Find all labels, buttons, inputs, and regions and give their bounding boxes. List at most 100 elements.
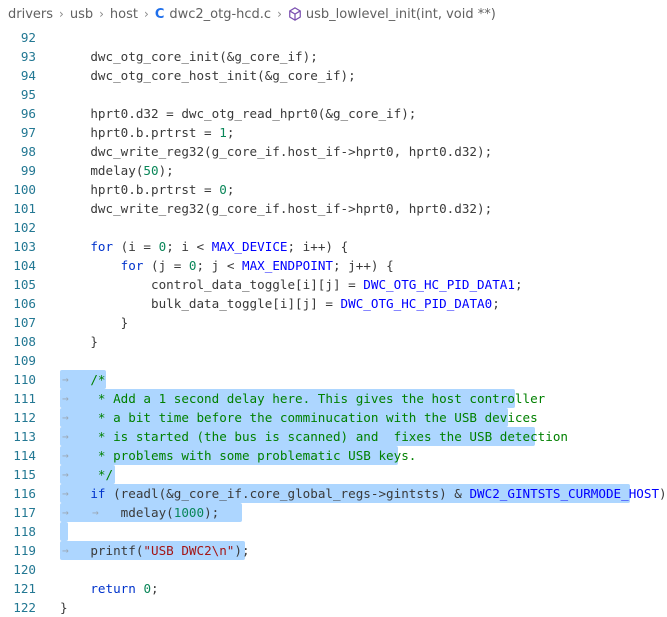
code-token: hprt0.b.prtrst =	[60, 182, 220, 197]
line-number: 109	[13, 353, 36, 368]
code-line[interactable]: 121 return 0;	[0, 579, 642, 598]
code-token: );	[234, 543, 250, 558]
line-code: * is started (the bus is scanned) and fi…	[60, 427, 568, 446]
selection-highlight	[60, 465, 115, 484]
line-code: return 0;	[60, 579, 158, 598]
breadcrumb-symbol[interactable]: usb_lowlevel_init(int, void **)	[305, 6, 496, 22]
code-token: MAX_DEVICE	[211, 239, 288, 254]
code-line[interactable]: 104 for (j = 0; j < MAX_ENDPOINT; j++) {	[0, 256, 642, 275]
code-line[interactable]: 95	[0, 85, 642, 104]
line-number: 106	[13, 296, 36, 311]
selection-highlight	[60, 427, 535, 446]
code-line[interactable]: 92	[0, 28, 642, 47]
code-token: /*	[60, 372, 106, 387]
breadcrumb-drivers[interactable]: drivers	[8, 6, 54, 22]
selection-highlight	[60, 389, 515, 408]
code-token: ; i++) {	[287, 239, 349, 254]
line-code: printf("USB DWC2\n");	[60, 541, 250, 560]
code-line[interactable]: 99 mdelay(50);	[0, 161, 642, 180]
code-token: (readl(&g_core_if.core_global_regs->gint…	[105, 486, 470, 501]
code-line[interactable]: 102	[0, 218, 642, 237]
breadcrumb: drivers › usb › host › C dwc2_otg-hcd.c …	[0, 0, 642, 28]
code-line[interactable]: →115 */	[0, 465, 642, 484]
code-line[interactable]: 105 control_data_toggle[i][j] = DWC_OTG_…	[0, 275, 642, 294]
code-token: return	[90, 581, 136, 596]
code-line[interactable]: 122}	[0, 598, 642, 617]
code-token	[60, 239, 90, 254]
code-line[interactable]: 98 dwc_write_reg32(g_core_if.host_if->hp…	[0, 142, 642, 161]
line-code: }	[60, 313, 129, 332]
code-token: * problems with some problematic USB key…	[60, 448, 417, 463]
selection-highlight	[60, 484, 630, 503]
code-token: MAX_ENDPOINT	[242, 258, 334, 273]
code-line[interactable]: 93 dwc_otg_core_init(&g_core_if);	[0, 47, 642, 66]
line-code: dwc_otg_core_host_init(&g_core_if);	[60, 66, 355, 85]
code-token: control_data_toggle[i][j] =	[60, 277, 364, 292]
code-line[interactable]: 107 }	[0, 313, 642, 332]
line-number: 95	[20, 87, 36, 102]
code-line[interactable]: 97 hprt0.b.prtrst = 1;	[0, 123, 642, 142]
tab-indicator-icon: →	[62, 544, 69, 557]
code-token: ;	[226, 182, 235, 197]
code-line[interactable]: 109	[0, 351, 642, 370]
line-number: 114	[13, 448, 36, 463]
code-line[interactable]: 106 bulk_data_toggle[i][j] = DWC_OTG_HC_…	[0, 294, 642, 313]
line-code: bulk_data_toggle[i][j] = DWC_OTG_HC_PID_…	[60, 294, 500, 313]
tab-indicator-icon: →	[62, 506, 69, 519]
line-number: 93	[20, 49, 36, 64]
code-line[interactable]: → 113 * is started (the bus is scanned) a…	[0, 427, 642, 446]
code-line[interactable]: 103 for (i = 0; i < MAX_DEVICE; i++) {	[0, 237, 642, 256]
code-token: 50	[143, 163, 159, 178]
code-line[interactable]: 101 dwc_write_reg32(g_core_if.host_if->h…	[0, 199, 642, 218]
line-number: 118	[13, 524, 36, 539]
line-code: control_data_toggle[i][j] = DWC_OTG_HC_P…	[60, 275, 523, 294]
line-number: 113	[13, 429, 36, 444]
code-line[interactable]: →110 /*	[0, 370, 642, 389]
selection-highlight	[60, 522, 68, 541]
code-line[interactable]: 120	[0, 560, 642, 579]
code-line[interactable]: →114 * problems with some problematic US…	[0, 446, 642, 465]
line-number: 102	[13, 220, 36, 235]
line-number: 99	[20, 163, 36, 178]
code-line[interactable]: →119 printf("USB DWC2\n");	[0, 541, 642, 560]
line-code: for (i = 0; i < MAX_DEVICE; i++) {	[60, 237, 348, 256]
c-language-icon: C	[154, 6, 165, 22]
tab-indicator-icon: →	[62, 430, 69, 443]
code-token: );	[158, 163, 174, 178]
code-token: DWC2_GINTSTS_CURMODE_HOST	[469, 486, 660, 501]
line-number: 94	[20, 68, 36, 83]
code-line[interactable]: →112 * a bit time before the comminucati…	[0, 408, 642, 427]
code-token	[60, 581, 90, 596]
code-token: ; i <	[166, 239, 212, 254]
code-line[interactable]: 108 }	[0, 332, 642, 351]
code-line[interactable]: →116 if (readl(&g_core_if.core_global_re…	[0, 484, 667, 503]
code-line[interactable]: 96 hprt0.d32 = dwc_otg_read_hprt0(&g_cor…	[0, 104, 642, 123]
line-code: mdelay(1000);	[60, 503, 220, 522]
line-number: 121	[13, 581, 36, 596]
code-line[interactable]: 94 dwc_otg_core_host_init(&g_core_if);	[0, 66, 642, 85]
tab-indicator-icon: →	[62, 373, 69, 386]
code-line[interactable]: →111 * Add a 1 second delay here. This g…	[0, 389, 642, 408]
code-token: 0	[188, 258, 197, 273]
code-line[interactable]: →→117 mdelay(1000);	[0, 503, 642, 522]
code-token: }	[60, 334, 98, 349]
selection-highlight	[60, 541, 245, 560]
line-number: 112	[13, 410, 36, 425]
code-token: 0	[158, 239, 167, 254]
breadcrumb-usb[interactable]: usb	[69, 6, 94, 22]
code-token: ; j++) {	[333, 258, 394, 273]
code-line[interactable]: 118	[0, 522, 642, 541]
line-code: dwc_write_reg32(g_core_if.host_if->hprt0…	[60, 142, 492, 161]
code-line[interactable]: 100 hprt0.b.prtrst = 0;	[0, 180, 642, 199]
breadcrumb-host[interactable]: host	[109, 6, 138, 22]
code-token	[60, 258, 121, 273]
line-code: /*	[60, 370, 106, 389]
code-token: }	[60, 315, 129, 330]
code-token: if	[90, 486, 106, 501]
breadcrumb-file[interactable]: dwc2_otg-hcd.c	[169, 6, 272, 22]
tab-indicator-icon: →	[92, 506, 99, 519]
code-token: * is started (the bus is scanned) and fi…	[60, 429, 568, 444]
line-code: for (j = 0; j < MAX_ENDPOINT; j++) {	[60, 256, 394, 275]
code-token: printf(	[60, 543, 144, 558]
